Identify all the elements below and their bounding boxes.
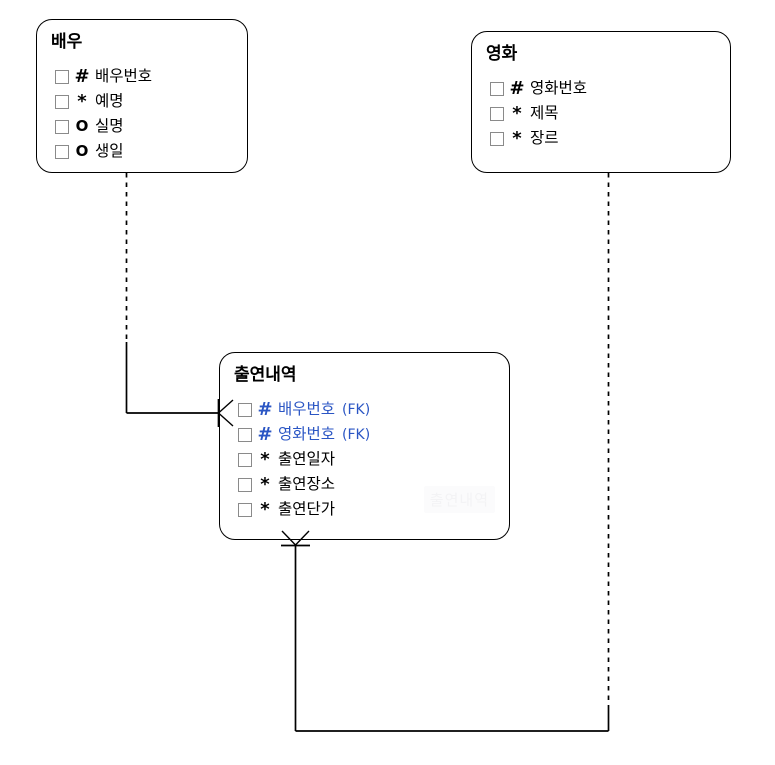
entity-movie-title: 영화 xyxy=(486,44,518,64)
attribute-name: 생일 xyxy=(95,141,124,160)
attribute-row[interactable]: * 출연장소 xyxy=(238,472,509,497)
attribute-checkbox[interactable] xyxy=(238,502,252,517)
entity-movie-attributes: # 영화번호 * 제목 * 장르 xyxy=(490,76,730,151)
attribute-name: 예명 xyxy=(95,91,124,110)
attribute-name: 실명 xyxy=(95,116,124,135)
attribute-checkbox[interactable] xyxy=(55,94,69,109)
attribute-mandatory-icon: * xyxy=(260,473,270,495)
attribute-primary-key-icon: # xyxy=(74,65,90,87)
attribute-primary-key-icon: # xyxy=(257,423,273,445)
attribute-row[interactable]: # 배우번호 xyxy=(55,64,247,89)
attribute-name: 출연단가 xyxy=(278,499,336,518)
attribute-checkbox[interactable] xyxy=(55,119,69,134)
attribute-checkbox[interactable] xyxy=(238,477,252,492)
entity-appearance-title: 출연내역 xyxy=(234,365,297,385)
attribute-name: 영화번호 xyxy=(530,78,588,97)
attribute-checkbox[interactable] xyxy=(55,144,69,159)
attribute-optional-icon: O xyxy=(75,117,89,135)
attribute-mandatory-icon: * xyxy=(260,498,270,520)
entity-actor[interactable]: 배우 # 배우번호 * 예명 O 실명 O 생일 xyxy=(36,19,248,173)
attribute-primary-key-icon: # xyxy=(257,398,273,420)
attribute-row[interactable]: * 출연일자 xyxy=(238,447,509,472)
attribute-mandatory-icon: * xyxy=(260,448,270,470)
attribute-fk-label: (FK) xyxy=(342,401,371,418)
attribute-fk-label: (FK) xyxy=(342,426,371,443)
attribute-name: 배우번호 xyxy=(278,399,336,418)
entity-actor-title: 배우 xyxy=(51,32,83,52)
attribute-checkbox[interactable] xyxy=(238,402,252,417)
attribute-optional-icon: O xyxy=(75,142,89,160)
attribute-name: 장르 xyxy=(530,128,559,147)
crowsfoot-prongs-icon xyxy=(281,530,310,546)
attribute-row[interactable]: * 예명 xyxy=(55,89,247,114)
attribute-name: 영화번호 xyxy=(278,424,336,443)
attribute-checkbox[interactable] xyxy=(490,81,504,96)
attribute-checkbox[interactable] xyxy=(238,427,252,442)
entity-appearance-attributes: # 배우번호 (FK) # 영화번호 (FK) * 출연일자 * 출연장소 * 출연단가 xyxy=(238,397,509,522)
attribute-checkbox[interactable] xyxy=(490,106,504,121)
attribute-row[interactable]: # 영화번호 (FK) xyxy=(238,422,509,447)
entity-appearance[interactable]: 출연내역 # 배우번호 (FK) # 영화번호 (FK) * 출연일자 * 출연장소 * 출연단가 출… xyxy=(219,352,510,540)
attribute-name: 제목 xyxy=(530,103,559,122)
attribute-checkbox[interactable] xyxy=(490,131,504,146)
attribute-checkbox[interactable] xyxy=(238,452,252,467)
relationship-movie-appearance xyxy=(281,173,610,732)
attribute-checkbox[interactable] xyxy=(55,69,69,84)
attribute-row[interactable]: O 생일 xyxy=(55,139,247,164)
attribute-row[interactable]: # 영화번호 xyxy=(490,76,730,101)
attribute-mandatory-icon: * xyxy=(512,127,522,149)
attribute-name: 출연장소 xyxy=(278,474,336,493)
relationship-actor-appearance xyxy=(125,173,234,427)
attribute-name: 출연일자 xyxy=(278,449,336,468)
attribute-row[interactable]: * 제목 xyxy=(490,101,730,126)
attribute-mandatory-icon: * xyxy=(77,90,87,112)
attribute-row[interactable]: * 장르 xyxy=(490,126,730,151)
attribute-row[interactable]: O 실명 xyxy=(55,114,247,139)
attribute-mandatory-icon: * xyxy=(512,102,522,124)
attribute-primary-key-icon: # xyxy=(509,77,525,99)
entity-actor-attributes: # 배우번호 * 예명 O 실명 O 생일 xyxy=(55,64,247,164)
crowsfoot-prongs-icon xyxy=(218,399,234,427)
attribute-row[interactable]: * 출연단가 xyxy=(238,497,509,522)
watermark-label: 출연내역 xyxy=(423,486,495,513)
entity-movie[interactable]: 영화 # 영화번호 * 제목 * 장르 xyxy=(471,31,731,173)
attribute-row[interactable]: # 배우번호 (FK) xyxy=(238,397,509,422)
attribute-name: 배우번호 xyxy=(95,66,153,85)
